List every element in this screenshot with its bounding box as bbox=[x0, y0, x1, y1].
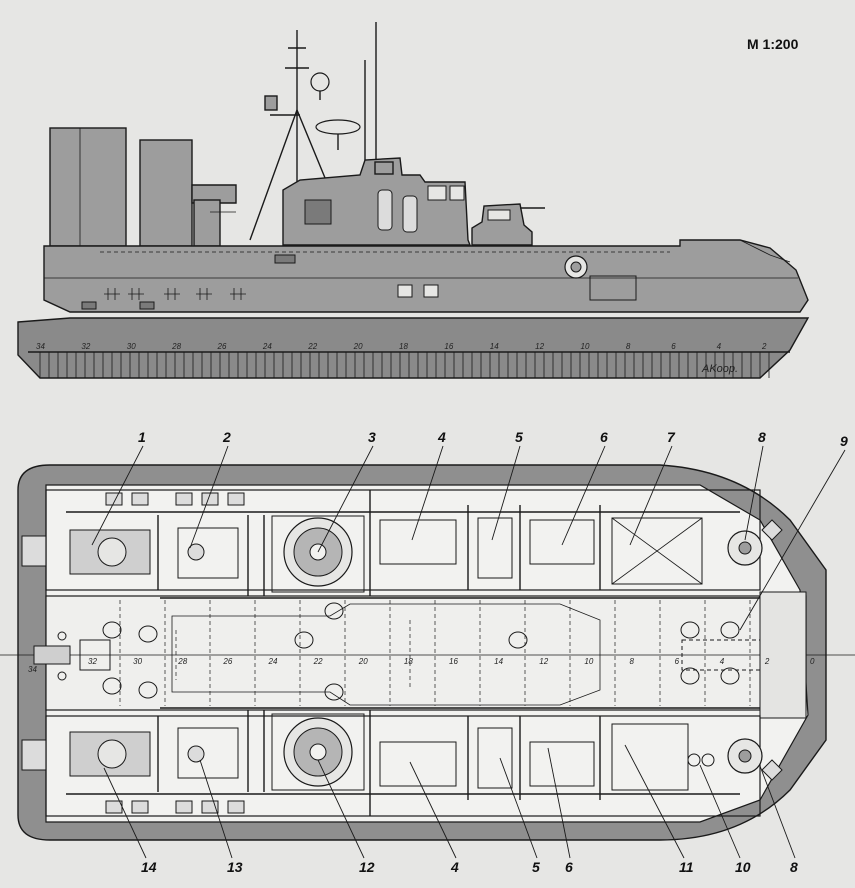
side-frame-number: 28 bbox=[171, 342, 181, 351]
callout-number: 9 bbox=[840, 433, 848, 449]
plan-frame-number: 8 bbox=[630, 657, 635, 666]
callout-number: 8 bbox=[758, 429, 766, 445]
plan-frame-number: 4 bbox=[720, 657, 725, 666]
plan-frame-number: 10 bbox=[584, 657, 593, 666]
plan-stern-number: 34 bbox=[28, 665, 37, 674]
side-frame-number: 2 bbox=[761, 342, 767, 351]
side-frame-number: 12 bbox=[535, 342, 544, 351]
radar-dome-icon bbox=[310, 72, 330, 92]
callout-number: 4 bbox=[437, 429, 446, 445]
callout-number: 2 bbox=[222, 429, 231, 445]
plan-frame-number: 14 bbox=[494, 657, 503, 666]
side-frame-number: 16 bbox=[444, 342, 453, 351]
gun-turret bbox=[471, 203, 533, 246]
air-cushion-skirt bbox=[17, 317, 810, 379]
callout-number: 6 bbox=[565, 859, 573, 875]
callout-number: 5 bbox=[532, 859, 540, 875]
callout-number: 11 bbox=[679, 859, 694, 875]
plan-frame-number: 18 bbox=[404, 657, 413, 666]
scale-label: M 1:200 bbox=[747, 36, 799, 52]
plan-frame-number: 24 bbox=[268, 657, 278, 666]
side-frame-number: 14 bbox=[490, 342, 499, 351]
hull-side bbox=[43, 239, 809, 313]
cargo-deck bbox=[45, 595, 807, 711]
callout-number: 8 bbox=[790, 859, 798, 875]
side-frame-number: 22 bbox=[307, 342, 317, 351]
plan-frame-number: 26 bbox=[222, 657, 232, 666]
side-frame-number: 24 bbox=[262, 342, 272, 351]
side-frame-number: 26 bbox=[217, 342, 227, 351]
plan-frame-number: 0 bbox=[810, 657, 815, 666]
plan-frame-number: 22 bbox=[313, 657, 323, 666]
callout-number: 12 bbox=[359, 859, 375, 875]
plan-frame-number: 12 bbox=[539, 657, 548, 666]
plan-frame-number: 2 bbox=[764, 657, 770, 666]
callout-number: 6 bbox=[600, 429, 608, 445]
plan-frame-number: 16 bbox=[449, 657, 458, 666]
side-frame-number: 20 bbox=[353, 342, 363, 351]
side-frame-number: 10 bbox=[581, 342, 590, 351]
plan-frame-number: 32 bbox=[88, 657, 97, 666]
stern-fin-port bbox=[49, 127, 127, 247]
side-frame-number: 32 bbox=[81, 342, 90, 351]
side-frame-number: 18 bbox=[399, 342, 408, 351]
side-frame-number: 8 bbox=[626, 342, 631, 351]
callout-number: 10 bbox=[735, 859, 751, 875]
callout-number: 14 bbox=[141, 859, 157, 875]
plan-frame-number: 20 bbox=[358, 657, 368, 666]
side-frame-number: 30 bbox=[127, 342, 136, 351]
plan-frame-number: 6 bbox=[675, 657, 680, 666]
stern-fin-starboard bbox=[139, 139, 193, 247]
callout-number: 4 bbox=[450, 859, 459, 875]
callout-number: 3 bbox=[368, 429, 376, 445]
side-frame-number: 6 bbox=[671, 342, 676, 351]
plan-frame-number: 28 bbox=[177, 657, 187, 666]
side-frame-number: 34 bbox=[36, 342, 45, 351]
callout-number: 1 bbox=[138, 429, 146, 445]
signature: AKoop. bbox=[701, 363, 738, 375]
callout-number: 7 bbox=[667, 429, 676, 445]
radar-antenna-icon bbox=[315, 119, 361, 135]
callout-number: 5 bbox=[515, 429, 523, 445]
side-view: 34 32 30 28 26 24 22 20 18 16 14 12 10 8 6 4 2 AKoop. bbox=[17, 22, 810, 379]
callout-number: 13 bbox=[227, 859, 243, 875]
plan-frame-number: 30 bbox=[133, 657, 142, 666]
side-frame-number: 4 bbox=[717, 342, 722, 351]
